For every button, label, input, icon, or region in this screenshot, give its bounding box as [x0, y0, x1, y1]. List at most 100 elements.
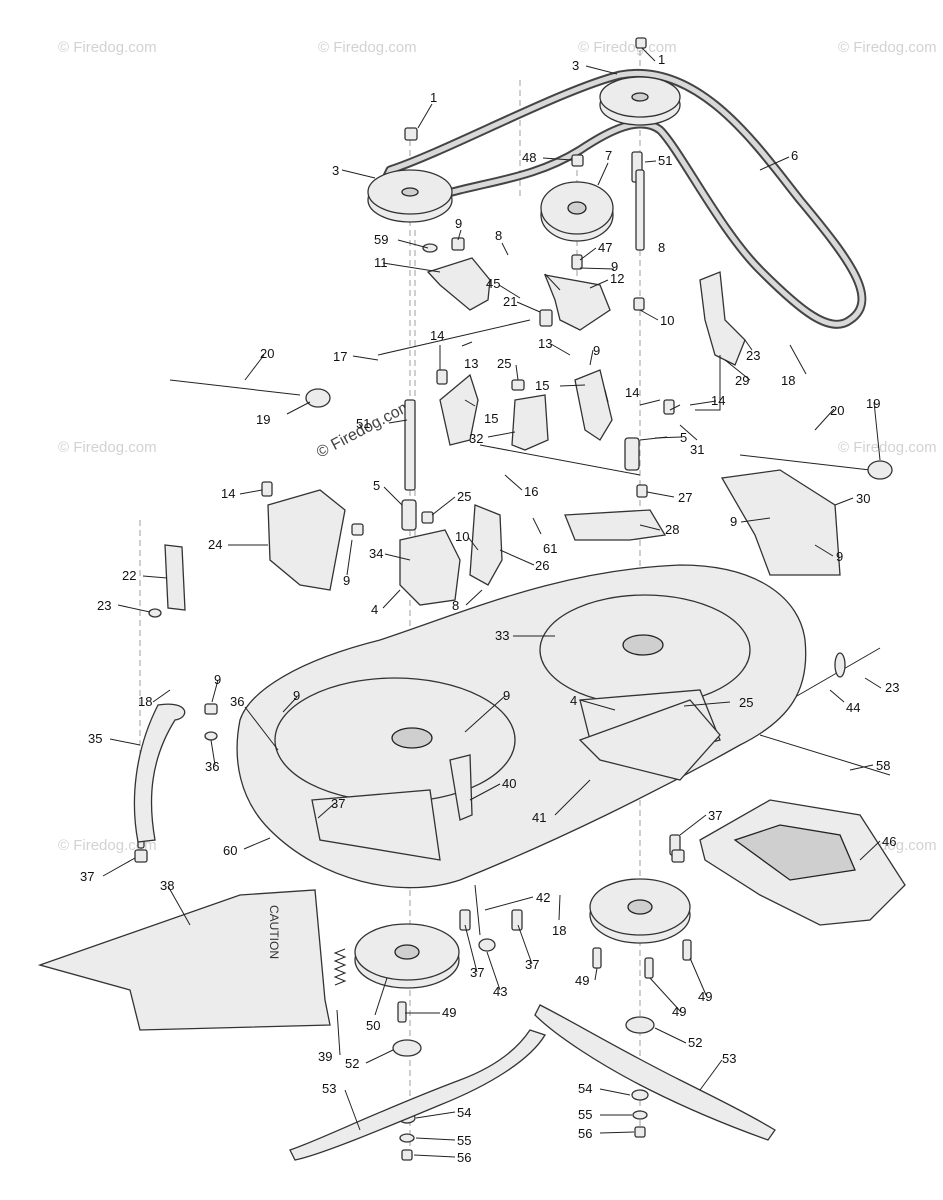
- callout-42: 42: [536, 890, 550, 905]
- callout-52-left: 52: [345, 1056, 359, 1071]
- callout-54-right: 54: [578, 1081, 592, 1096]
- callout-55-left: 55: [457, 1133, 471, 1148]
- pulley-left: [367, 169, 453, 223]
- callout-38: 38: [160, 878, 174, 893]
- callout-25-b: 25: [457, 489, 471, 504]
- discharge-chute: CAUTION: [37, 889, 331, 1031]
- callout-8-a: 8: [495, 228, 502, 243]
- callout-9-h: 9: [293, 688, 300, 703]
- spindle-assembly-left: [354, 923, 460, 989]
- callout-13-b: 13: [464, 356, 478, 371]
- callout-28: 28: [665, 522, 679, 537]
- callout-1-left: 1: [430, 90, 437, 105]
- callout-19-b: 19: [866, 396, 880, 411]
- callout-37-a: 37: [331, 796, 345, 811]
- callout-56-left: 56: [457, 1150, 471, 1165]
- callout-23-c: 23: [885, 680, 899, 695]
- callout-37-d: 37: [470, 965, 484, 980]
- callout-37-c: 37: [80, 869, 94, 884]
- callout-41: 41: [532, 810, 546, 825]
- deflector-bracket: [133, 703, 186, 843]
- callouts: 1 1 3 3 6 7 48 51 59 9 8 47 8 9 11 45 12…: [80, 52, 899, 1165]
- callout-36-a: 36: [230, 694, 244, 709]
- callout-30: 30: [856, 491, 870, 506]
- callout-50: 50: [366, 1018, 380, 1033]
- callout-52-right: 52: [688, 1035, 702, 1050]
- callout-5-a: 5: [373, 478, 380, 493]
- callout-13-a: 13: [538, 336, 552, 351]
- callout-9-a: 9: [455, 216, 462, 231]
- callout-9-d: 9: [730, 514, 737, 529]
- watermark-top-left: © Firedog.com: [58, 39, 157, 56]
- callout-49-c: 49: [672, 1004, 686, 1019]
- idler-pulley: [540, 181, 614, 242]
- callout-23-b: 23: [97, 598, 111, 613]
- pulley-right: [599, 76, 681, 126]
- callout-33: 33: [495, 628, 509, 643]
- callout-5-b: 5: [680, 430, 687, 445]
- callout-35: 35: [88, 731, 102, 746]
- watermark-mid-left: © Firedog.com: [58, 439, 157, 456]
- callout-26: 26: [535, 558, 549, 573]
- callout-9-f: 9: [343, 573, 350, 588]
- callout-18-c: 18: [552, 923, 566, 938]
- callout-53-left: 53: [322, 1081, 336, 1096]
- callout-40: 40: [502, 776, 516, 791]
- callout-20-b: 20: [830, 403, 844, 418]
- callout-31: 31: [690, 442, 704, 457]
- callout-51-top: 51: [658, 153, 672, 168]
- callout-55-right: 55: [578, 1107, 592, 1122]
- callout-10-a: 10: [660, 313, 674, 328]
- chute-spring: [333, 948, 347, 986]
- leader-lines: [102, 47, 882, 1158]
- callout-14-d: 14: [221, 486, 235, 501]
- callout-11: 11: [374, 255, 388, 270]
- watermark-top-right: © Firedog.com: [578, 39, 677, 56]
- callout-39: 39: [318, 1049, 332, 1064]
- callout-18-a: 18: [781, 373, 795, 388]
- callout-23-a: 23: [746, 348, 760, 363]
- callout-17: 17: [333, 349, 347, 364]
- spindle-assembly-right: [589, 878, 691, 944]
- watermark-top-far-right: © Firedog.com: [838, 39, 937, 56]
- callout-9-b: 9: [611, 259, 618, 274]
- rods: [169, 319, 891, 936]
- callout-53-right: 53: [722, 1051, 736, 1066]
- spindle-shafts: [404, 169, 645, 491]
- deck-stabilizer: [578, 699, 721, 781]
- callout-14-c: 14: [711, 393, 725, 408]
- blade-right: [534, 1004, 776, 1141]
- mower-deck: [236, 564, 807, 889]
- callout-27: 27: [678, 490, 692, 505]
- callout-25-a: 25: [497, 356, 511, 371]
- callout-16: 16: [524, 484, 538, 499]
- callout-4-a: 4: [371, 602, 378, 617]
- callout-9-i: 9: [503, 688, 510, 703]
- callout-7: 7: [605, 148, 612, 163]
- callout-48: 48: [522, 150, 536, 165]
- callout-60: 60: [223, 843, 237, 858]
- blade-left: [289, 1029, 546, 1161]
- callout-6: 6: [791, 148, 798, 163]
- callout-8-c: 8: [452, 598, 459, 613]
- callout-37-e: 37: [525, 957, 539, 972]
- callout-10-b: 10: [455, 529, 469, 544]
- callout-3-left: 3: [332, 163, 339, 178]
- callout-54-left: 54: [457, 1105, 471, 1120]
- callout-56-right: 56: [578, 1126, 592, 1141]
- chute-caution-decal: CAUTION: [267, 905, 281, 959]
- callout-37-b: 37: [708, 808, 722, 823]
- callout-32: 32: [469, 431, 483, 446]
- callout-15-a: 15: [535, 378, 549, 393]
- callout-47: 47: [598, 240, 612, 255]
- callout-51-mid: 51: [356, 416, 370, 431]
- callout-43: 43: [493, 984, 507, 999]
- callout-9-c: 9: [593, 343, 600, 358]
- callout-22: 22: [122, 568, 136, 583]
- callout-3-right: 3: [572, 58, 579, 73]
- callout-29: 29: [735, 373, 749, 388]
- brackets: [164, 257, 841, 611]
- watermark-top-center: © Firedog.com: [318, 39, 417, 56]
- rod-ends: [305, 388, 893, 678]
- callout-49-d: 49: [442, 1005, 456, 1020]
